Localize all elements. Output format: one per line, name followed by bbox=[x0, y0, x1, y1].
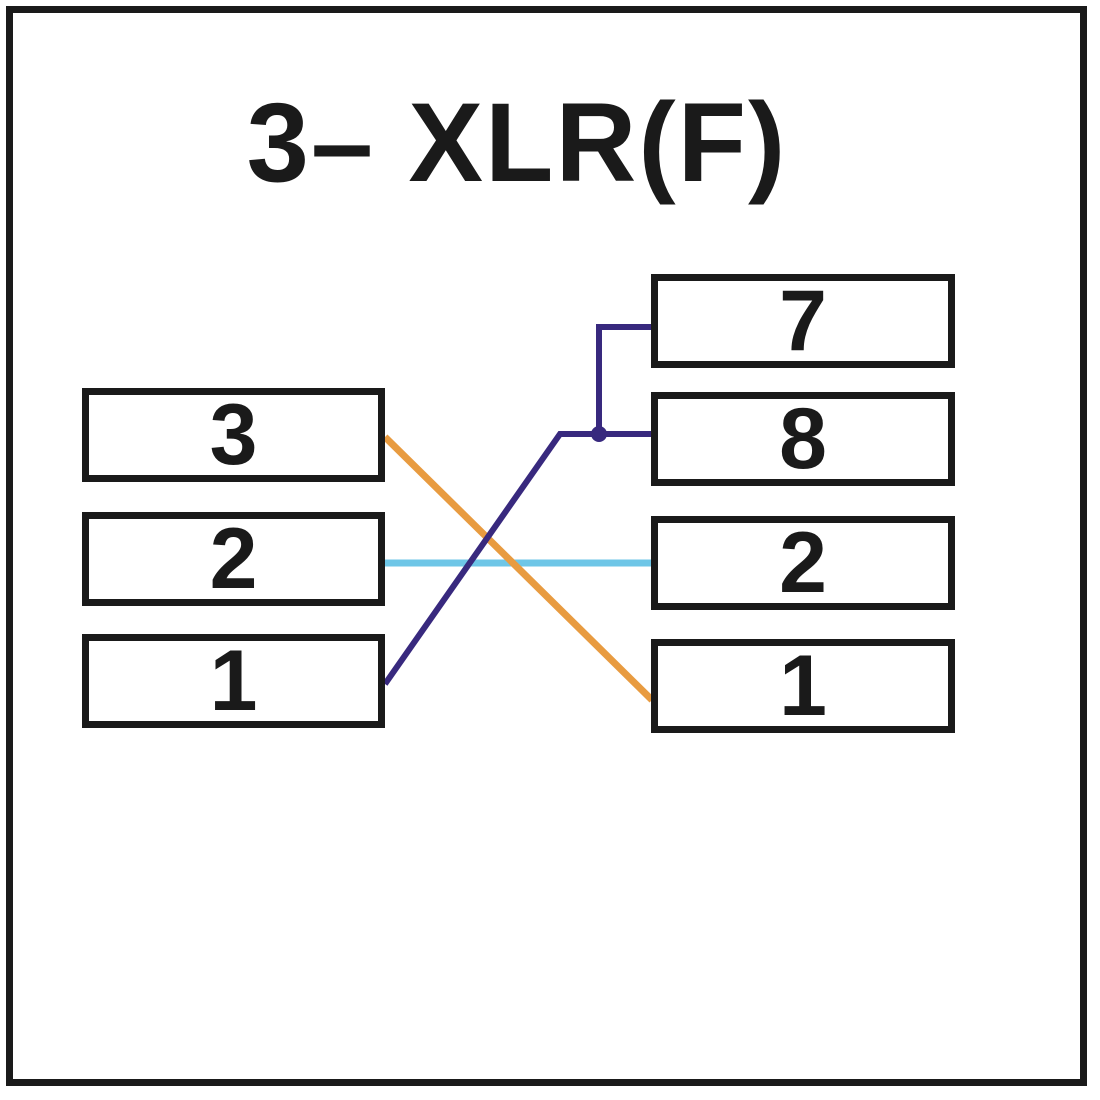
wire-purple-branch-to-pin7 bbox=[596, 324, 652, 434]
left-pin-box-3: 3 bbox=[82, 386, 385, 483]
right-pin-label-2: 2 bbox=[779, 514, 827, 611]
left-pin-label-2: 2 bbox=[209, 510, 258, 607]
diagram-border-frame bbox=[6, 6, 1087, 1086]
left-pin-box-1: 1 bbox=[82, 632, 385, 729]
left-pin-box-2: 2 bbox=[82, 510, 385, 607]
right-pin-label-1: 1 bbox=[779, 637, 827, 734]
left-pin-label-3: 3 bbox=[209, 386, 258, 483]
right-pin-label-8: 8 bbox=[779, 390, 827, 487]
right-pin-label-7: 7 bbox=[779, 272, 827, 369]
wire-junction-dot bbox=[591, 426, 607, 442]
wire-purple-pin1-to-pin8 bbox=[382, 431, 652, 686]
right-pin-box-7: 7 bbox=[651, 272, 955, 369]
wire-orange-pin3-to-pin1 bbox=[382, 434, 655, 703]
left-pin-label-1: 1 bbox=[209, 632, 258, 729]
diagram-title: 3– XLR(F) bbox=[246, 80, 788, 205]
right-pin-box-8: 8 bbox=[651, 390, 955, 487]
right-pin-box-1: 1 bbox=[651, 637, 955, 734]
right-pin-box-2: 2 bbox=[651, 514, 955, 611]
